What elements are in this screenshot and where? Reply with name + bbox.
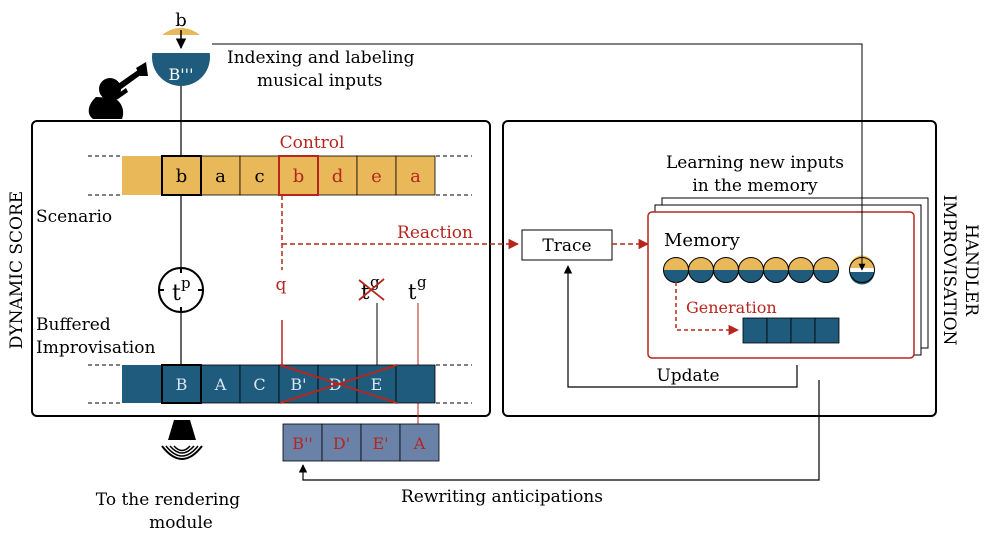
buffered-label-2: Improvisation (36, 338, 155, 358)
rewrite-cell-label: B'' (292, 434, 313, 453)
memory-node (788, 257, 814, 283)
rewrite-strip: B'' D' E' A (282, 423, 440, 462)
improv-cell (200, 364, 241, 404)
generation-label: Generation (686, 298, 777, 317)
input-to-memory-arrow (212, 43, 866, 271)
rendering-label-2: module (149, 513, 213, 533)
generation-cell (814, 317, 840, 344)
scenario-current-cell-outline (161, 155, 202, 196)
scenario-lead (122, 156, 162, 195)
scenario-cell-label: a (215, 166, 226, 187)
trace-box (521, 229, 613, 261)
rewriting-arrow (298, 380, 820, 481)
scenario-cell (239, 155, 280, 196)
rewrite-cell (321, 423, 362, 462)
improv-cell-label: C (253, 375, 265, 394)
scenario-label: Scenario (36, 207, 112, 227)
input-node-top-label: b (175, 10, 187, 31)
dynamic-score-label: DYNAMIC SCORE (7, 191, 27, 349)
control-label: Control (280, 133, 345, 153)
improvisation-handler-label-1: IMPROVISATION (939, 195, 959, 346)
improvisation-handler-panel (502, 120, 937, 417)
tp-sup: p (181, 274, 191, 292)
rewrite-cell (360, 423, 401, 462)
generation-cell (790, 317, 816, 344)
crossed-tg-sup: g (370, 273, 380, 291)
buffered-label-1: Buffered (36, 315, 111, 335)
improv-cell-label: B' (290, 375, 306, 394)
reaction-label: Reaction (397, 223, 473, 243)
scenario-cell-label: b (293, 166, 305, 187)
improv-current-cell-outline (161, 364, 202, 404)
generation-output (742, 317, 840, 344)
improvisation-handler-label-2: HANDLER (961, 224, 981, 317)
scenario-cell (356, 155, 397, 196)
improv-lead (122, 365, 162, 403)
scenario-cell (395, 155, 436, 196)
generation-cell (742, 317, 768, 344)
memory-node (813, 257, 839, 283)
memory-node (738, 257, 764, 283)
improv-cell-label: B (176, 375, 188, 394)
update-label: Update (656, 366, 719, 386)
improv-cross (279, 364, 398, 404)
update-arrow (563, 265, 798, 388)
learning-label-1: Learning new inputs (666, 153, 844, 173)
improv-cell-label: A (214, 375, 227, 394)
improv-cell (395, 364, 436, 404)
generation-cell (766, 317, 792, 344)
indexing-label-1: Indexing and labeling (227, 48, 415, 68)
memory-node (663, 257, 689, 283)
learning-label-2: in the memory (692, 176, 818, 196)
crossed-tg: t g (358, 273, 385, 304)
scenario-cell-label: d (332, 166, 344, 187)
rendering-label-1: To the rendering (96, 490, 240, 510)
memory-node (688, 257, 714, 283)
tg-base: t (408, 280, 417, 304)
memory-nodes (663, 255, 876, 285)
scenario-cell-label: b (176, 166, 188, 187)
scenario-cell-label: a (410, 166, 421, 187)
improv-cell (239, 364, 280, 404)
tp-base: t (172, 281, 181, 306)
tp-clock-icon: t p (158, 267, 204, 313)
generation-arrow (675, 282, 740, 336)
improv-cell-label: E (371, 375, 383, 394)
rewriting-label: Rewriting anticipations (401, 487, 603, 507)
rewrite-cell (282, 423, 323, 462)
trumpet-player-icon (88, 62, 148, 119)
tg-sup: g (417, 273, 427, 291)
memory-label: Memory (664, 230, 741, 251)
rewrite-cell-label: E' (372, 434, 388, 453)
speaker-icon (161, 420, 203, 460)
scenario-cell-label: c (254, 166, 264, 187)
scenario-cell-label: e (371, 166, 382, 187)
crossed-tg-base: t (361, 280, 370, 304)
trace-label: Trace (542, 236, 591, 256)
memory-node (713, 257, 739, 283)
memory-box (647, 211, 915, 359)
rewrite-cell-label: D' (333, 434, 350, 453)
rewrite-cell (399, 423, 440, 462)
memory-node (763, 257, 789, 283)
indexing-label-2: musical inputs (257, 71, 383, 91)
scenario-control-cell-outline (278, 155, 319, 196)
dynamic-score-panel (31, 120, 491, 417)
input-node-bottom-label: B''' (169, 65, 194, 84)
q-label: q (276, 275, 287, 295)
rewrite-cell-label: A (413, 434, 426, 453)
